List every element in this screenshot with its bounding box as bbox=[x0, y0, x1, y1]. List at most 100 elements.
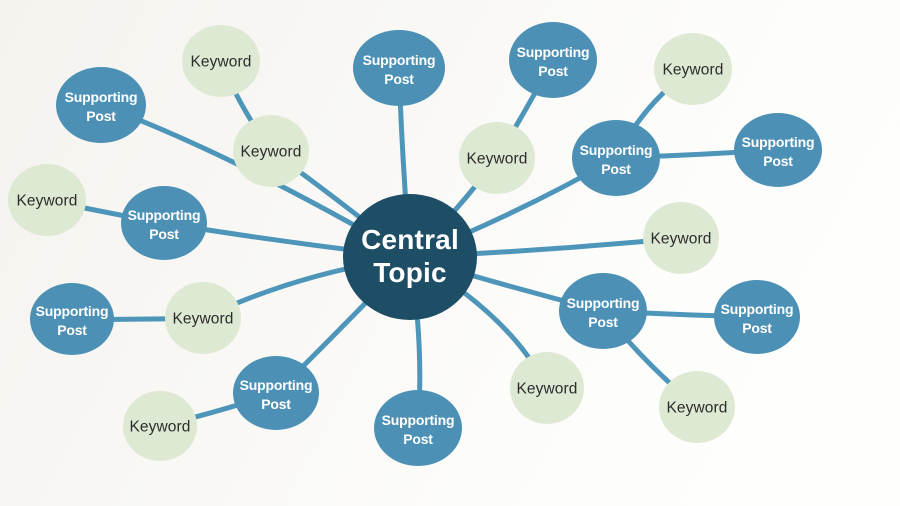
keyword-circle bbox=[459, 122, 535, 194]
keyword-label: Keyword bbox=[172, 311, 233, 328]
keyword-node: Keyword bbox=[643, 202, 719, 274]
post-circle bbox=[509, 22, 597, 98]
keyword-circle bbox=[165, 282, 241, 354]
keyword-circle bbox=[8, 164, 86, 236]
keyword-node: Keyword bbox=[233, 115, 309, 187]
keyword-circle bbox=[233, 115, 309, 187]
keyword-node: Keyword bbox=[8, 164, 86, 236]
post-label-line: Supporting bbox=[65, 89, 138, 105]
post-circle bbox=[30, 283, 114, 355]
post-label-line: Post bbox=[149, 226, 179, 242]
keyword-label: Keyword bbox=[650, 231, 711, 248]
keyword-circle bbox=[643, 202, 719, 274]
keyword-label: Keyword bbox=[240, 144, 301, 161]
keyword-circle bbox=[123, 391, 197, 461]
post-label-line: Post bbox=[384, 71, 414, 87]
keyword-node: Keyword bbox=[182, 25, 260, 97]
central-label-line: Central bbox=[361, 224, 459, 255]
keyword-node: Keyword bbox=[123, 391, 197, 461]
post-label-line: Post bbox=[601, 161, 631, 177]
post-label-line: Supporting bbox=[128, 207, 201, 223]
post-circle bbox=[56, 67, 146, 143]
post-circle bbox=[714, 280, 800, 354]
post-label-line: Post bbox=[57, 322, 87, 338]
keyword-label-line: Keyword bbox=[666, 400, 727, 417]
post-circle bbox=[353, 30, 445, 106]
post-label-line: Post bbox=[763, 153, 793, 169]
keyword-label-line: Keyword bbox=[129, 419, 190, 436]
post-label-line: Supporting bbox=[36, 303, 109, 319]
keyword-label: Keyword bbox=[662, 62, 723, 79]
keyword-node: Keyword bbox=[654, 33, 732, 105]
post-label-line: Post bbox=[742, 320, 772, 336]
keyword-label-line: Keyword bbox=[516, 381, 577, 398]
post-circle bbox=[559, 273, 647, 349]
post-label-line: Supporting bbox=[567, 295, 640, 311]
keyword-label-line: Keyword bbox=[172, 311, 233, 328]
keyword-node: Keyword bbox=[459, 122, 535, 194]
keyword-label: Keyword bbox=[190, 54, 251, 71]
keyword-label: Keyword bbox=[466, 151, 527, 168]
central-label-line: Topic bbox=[373, 257, 447, 288]
post-label-line: Post bbox=[261, 396, 291, 412]
post-label-line: Post bbox=[588, 314, 618, 330]
post-label-line: Supporting bbox=[382, 412, 455, 428]
post-label-line: Post bbox=[403, 431, 433, 447]
keyword-circle bbox=[182, 25, 260, 97]
post-circle bbox=[734, 113, 822, 187]
keyword-label-line: Keyword bbox=[650, 231, 711, 248]
keyword-label-line: Keyword bbox=[662, 62, 723, 79]
post-label-line: Supporting bbox=[721, 301, 794, 317]
keyword-node: Keyword bbox=[659, 371, 735, 443]
post-label-line: Post bbox=[86, 108, 116, 124]
post-label-line: Supporting bbox=[580, 142, 653, 158]
keyword-label-line: Keyword bbox=[240, 144, 301, 161]
post-label-line: Post bbox=[538, 63, 568, 79]
keyword-label-line: Keyword bbox=[190, 54, 251, 71]
keyword-label: Keyword bbox=[129, 419, 190, 436]
central-circle bbox=[343, 194, 477, 320]
post-label-line: Supporting bbox=[363, 52, 436, 68]
keyword-label-line: Keyword bbox=[466, 151, 527, 168]
post-label-line: Supporting bbox=[240, 377, 313, 393]
keyword-node: Keyword bbox=[510, 352, 584, 424]
keyword-circle bbox=[659, 371, 735, 443]
post-label-line: Supporting bbox=[517, 44, 590, 60]
post-label-line: Supporting bbox=[742, 134, 815, 150]
keyword-label-line: Keyword bbox=[16, 193, 77, 210]
post-circle bbox=[121, 186, 207, 260]
post-circle bbox=[572, 120, 660, 196]
keyword-label: Keyword bbox=[516, 381, 577, 398]
keyword-label: Keyword bbox=[16, 193, 77, 210]
post-circle bbox=[374, 390, 462, 466]
post-circle bbox=[233, 356, 319, 430]
keyword-label: Keyword bbox=[666, 400, 727, 417]
keyword-circle bbox=[510, 352, 584, 424]
